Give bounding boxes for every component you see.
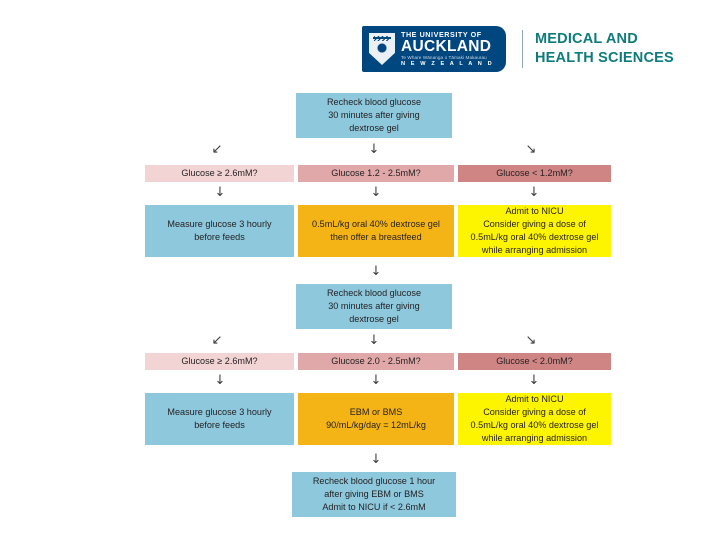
arrow-down-4: ↓ bbox=[368, 333, 380, 348]
node-action-dextrose-gel-breastfeed: 0.5mL/kg oral 40% dextrose gel then offe… bbox=[298, 205, 454, 257]
faculty-name: MEDICAL AND HEALTH SCIENCES bbox=[535, 26, 674, 72]
university-wordmark: THE UNIVERSITY OF AUCKLAND Te Whare Wāna… bbox=[401, 29, 494, 68]
node-condition-glucose-lt-2-0: Glucose < 2.0mM? bbox=[458, 353, 611, 370]
node-final-recheck: Recheck blood glucose 1 hour after givin… bbox=[292, 472, 456, 517]
node-action-line1: 0.5mL/kg oral 40% dextrose gel bbox=[312, 219, 440, 230]
faculty-name-line1: MEDICAL AND bbox=[535, 31, 638, 48]
arrow-down-left-2: ↙ bbox=[211, 333, 223, 348]
node-recheck-1-line1: Recheck blood glucose bbox=[326, 97, 422, 108]
arrow-down-5a: ↓ bbox=[214, 373, 226, 388]
arrow-down-3: ↓ bbox=[370, 264, 382, 279]
node-condition-glucose-1-2-to-2-5: Glucose 1.2 - 2.5mM? bbox=[298, 165, 454, 182]
node-condition-label: Glucose 1.2 - 2.5mM? bbox=[331, 168, 421, 179]
arrow-down-2b: ↓ bbox=[370, 185, 382, 200]
node-recheck-1-line3: dextrose gel bbox=[349, 122, 399, 133]
node-action-line2: before feeds bbox=[194, 232, 245, 242]
node-recheck-2-line1: Recheck blood glucose bbox=[326, 288, 422, 299]
node-action-line4: while arranging admission bbox=[481, 432, 588, 443]
node-condition-glucose-2-0-to-2-5: Glucose 2.0 - 2.5mM? bbox=[298, 353, 454, 370]
node-condition-label: Glucose ≥ 2.6mM? bbox=[181, 168, 258, 179]
logo-line-the-university-of: THE UNIVERSITY OF bbox=[401, 29, 482, 39]
arrow-down-6: ↓ bbox=[370, 452, 382, 467]
logo-line-new-zealand: N E W Z E A L A N D bbox=[401, 60, 494, 67]
node-recheck-2-line3: dextrose gel bbox=[349, 313, 399, 324]
faculty-name-line2: HEALTH SCIENCES bbox=[535, 50, 674, 66]
arrow-down-5c: ↓ bbox=[528, 373, 540, 388]
node-condition-label: Glucose 2.0 - 2.5mM? bbox=[331, 356, 421, 367]
node-recheck-2-line2: 30 minutes after giving bbox=[328, 301, 420, 312]
university-of-auckland-badge: THE UNIVERSITY OF AUCKLAND Te Whare Wāna… bbox=[362, 26, 506, 72]
node-action-line2: Consider giving a dose of bbox=[483, 407, 586, 418]
node-condition-label: Glucose < 1.2mM? bbox=[496, 168, 573, 179]
node-recheck-1-line2: 30 minutes after giving bbox=[328, 110, 420, 121]
arrow-down-left-1: ↙ bbox=[211, 142, 223, 157]
node-action-line2: then offer a breastfeed bbox=[330, 232, 422, 242]
node-action-admit-to-nicu-first: Admit to NICU Consider giving a dose of … bbox=[458, 205, 611, 257]
logo-line-auckland: AUCKLAND bbox=[401, 37, 492, 55]
node-recheck-2: Recheck blood glucose 30 minutes after g… bbox=[296, 284, 452, 329]
node-action-line1: Admit to NICU bbox=[505, 394, 564, 405]
node-action-line1: Admit to NICU bbox=[505, 206, 564, 217]
node-action-admit-to-nicu-second: Admit to NICU Consider giving a dose of … bbox=[458, 393, 611, 445]
node-condition-glucose-ge-2-6-first: Glucose ≥ 2.6mM? bbox=[145, 165, 294, 182]
node-action-measure-glucose-3-hourly-second: Measure glucose 3 hourly before feeds bbox=[145, 393, 294, 445]
logo-line-maori-name: Te Whare Wānanga o Tāmaki Makaurau bbox=[401, 54, 487, 60]
node-action-line1: Measure glucose 3 hourly bbox=[167, 219, 272, 230]
arrow-down-5b: ↓ bbox=[370, 373, 382, 388]
node-action-ebm-or-bms: EBM or BMS 90/mL/kg/day = 12mL/kg bbox=[298, 393, 454, 445]
node-action-line1: EBM or BMS bbox=[349, 407, 403, 418]
node-action-line2: 90/mL/kg/day = 12mL/kg bbox=[326, 420, 426, 430]
node-action-line1: Measure glucose 3 hourly bbox=[167, 407, 272, 418]
node-action-line3: 0.5mL/kg oral 40% dextrose gel bbox=[470, 232, 599, 242]
node-final-line1: Recheck blood glucose 1 hour bbox=[312, 476, 436, 487]
node-condition-label: Glucose ≥ 2.6mM? bbox=[181, 356, 258, 367]
arrow-down-1: ↓ bbox=[368, 142, 380, 157]
node-final-line3: Admit to NICU if < 2.6mM bbox=[322, 501, 426, 512]
university-logo-lockup: THE UNIVERSITY OF AUCKLAND Te Whare Wāna… bbox=[362, 26, 674, 72]
node-action-line2: before feeds bbox=[194, 420, 245, 430]
arrow-down-right-1: ↘ bbox=[525, 142, 537, 157]
university-crest-icon bbox=[369, 33, 395, 65]
node-condition-label: Glucose < 2.0mM? bbox=[496, 356, 573, 367]
header-banner: THE UNIVERSITY OF AUCKLAND Te Whare Wāna… bbox=[0, 0, 720, 86]
node-action-line4: while arranging admission bbox=[481, 244, 588, 255]
node-action-line2: Consider giving a dose of bbox=[483, 219, 586, 230]
logo-divider bbox=[522, 30, 523, 68]
node-recheck-1: Recheck blood glucose 30 minutes after g… bbox=[296, 93, 452, 138]
arrow-down-2a: ↓ bbox=[214, 185, 226, 200]
arrow-down-2c: ↓ bbox=[528, 185, 540, 200]
node-action-measure-glucose-3-hourly-first: Measure glucose 3 hourly before feeds bbox=[145, 205, 294, 257]
node-condition-glucose-ge-2-6-second: Glucose ≥ 2.6mM? bbox=[145, 353, 294, 370]
arrow-down-right-2: ↘ bbox=[525, 333, 537, 348]
node-action-line3: 0.5mL/kg oral 40% dextrose gel bbox=[470, 420, 599, 430]
node-condition-glucose-lt-1-2: Glucose < 1.2mM? bbox=[458, 165, 611, 182]
node-final-line2: after giving EBM or BMS bbox=[324, 489, 424, 500]
